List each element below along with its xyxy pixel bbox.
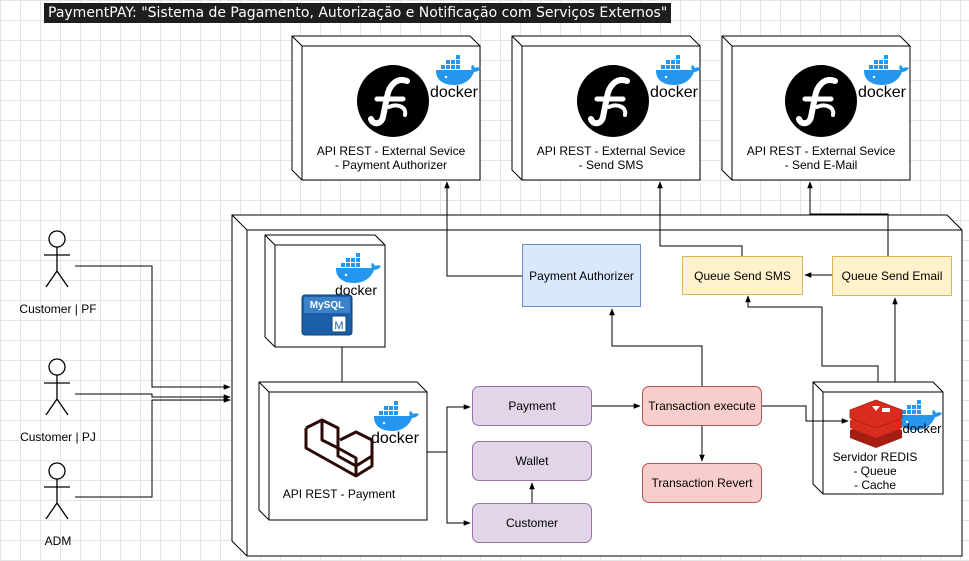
docker-wordmark-mysql: docker (335, 282, 377, 298)
transaction-execute-label: Transaction execute (648, 399, 756, 413)
ext-service-label-2: API REST - External Sevice - Send SMS (522, 144, 700, 172)
actor-customer-pj-label: Customer | PJ (20, 430, 96, 444)
ext-service-1-line2: - Payment Authorizer (334, 158, 448, 172)
edge-pf-to-system (75, 265, 231, 390)
payment-authorizer-node: Payment Authorizer (522, 244, 641, 307)
edge-redis-to-sms (745, 295, 879, 382)
docker-wordmark-redis: docker (902, 421, 942, 436)
redis-label-line3: - Cache (853, 478, 897, 492)
docker-wordmark-api: docker (371, 430, 420, 447)
api-payment-label: API REST - Payment (282, 487, 396, 501)
mysql-label: MySQL (310, 300, 344, 311)
transaction-revert-node: Transaction Revert (642, 463, 762, 503)
edge-queue-email-to-ext3 (807, 181, 889, 257)
queue-send-email-label: Queue Send Email (841, 269, 943, 283)
edge-adm-to-system (75, 397, 231, 498)
customer-node: Customer (472, 503, 592, 543)
queue-send-sms-label: Queue Send SMS (694, 268, 791, 283)
edge-transaction-to-redis (762, 405, 849, 424)
redis-label: Servidor REDIS - Queue - Cache (823, 450, 927, 492)
ext-service-label-1: API REST - External Sevice - Payment Aut… (302, 144, 480, 172)
redis-label-line2: - Queue (853, 464, 897, 478)
ext-service-label-3: API REST - External Sevice - Send E-Mail (732, 144, 910, 172)
wallet-label: Wallet (515, 454, 549, 468)
redis-label-line1: Servidor REDIS (832, 450, 918, 464)
edge-pj-to-system (75, 393, 231, 400)
ext-service-1-line1: API REST - External Sevice (316, 144, 466, 158)
ext-service-3-line2: - Send E-Mail (784, 158, 858, 172)
ext-service-2-line1: API REST - External Sevice (536, 144, 686, 158)
docker-wordmark-1: docker (430, 84, 479, 101)
payment-label: Payment (508, 399, 556, 413)
queue-send-sms-node: Queue Send SMS (682, 256, 803, 295)
diagram-title: PaymentPAY: "Sistema de Pagamento, Autor… (44, 3, 672, 23)
edge-api-to-customer (446, 452, 471, 526)
mysql-badge: M (334, 320, 343, 332)
actor-adm-label: ADM (44, 534, 72, 548)
queue-send-email-node: Queue Send Email (832, 256, 952, 296)
customer-label: Customer (505, 516, 558, 530)
symfony-logo-1 (357, 65, 429, 137)
payment-authorizer-label: Payment Authorizer (529, 268, 634, 283)
payment-node: Payment (472, 386, 592, 426)
mysql-icon: MySQL M (301, 294, 353, 336)
actor-customer-pf-label: Customer | PF (19, 302, 97, 316)
laravel-icon (304, 418, 374, 478)
edge-api-to-payment (427, 404, 471, 453)
docker-wordmark-3: docker (858, 84, 907, 101)
docker-wordmark-2: docker (650, 84, 699, 101)
wallet-node: Wallet (472, 441, 592, 481)
edge-transaction-to-authorizer (609, 308, 703, 386)
transaction-revert-label: Transaction Revert (651, 476, 753, 490)
edge-queue-sms-to-ext2 (657, 181, 743, 258)
actor-customer-pj-icon (43, 358, 71, 416)
actor-adm-icon (43, 462, 71, 520)
transaction-execute-node: Transaction execute (642, 386, 762, 426)
ext-service-2-line2: - Send SMS (578, 158, 644, 172)
ext-service-3-line1: API REST - External Sevice (746, 144, 896, 158)
symfony-logo-3 (785, 65, 857, 137)
edge-authorizer-to-ext1 (444, 181, 522, 277)
redis-icon (849, 399, 903, 448)
symfony-logo-2 (577, 65, 649, 137)
actor-customer-pf-icon (43, 230, 71, 288)
